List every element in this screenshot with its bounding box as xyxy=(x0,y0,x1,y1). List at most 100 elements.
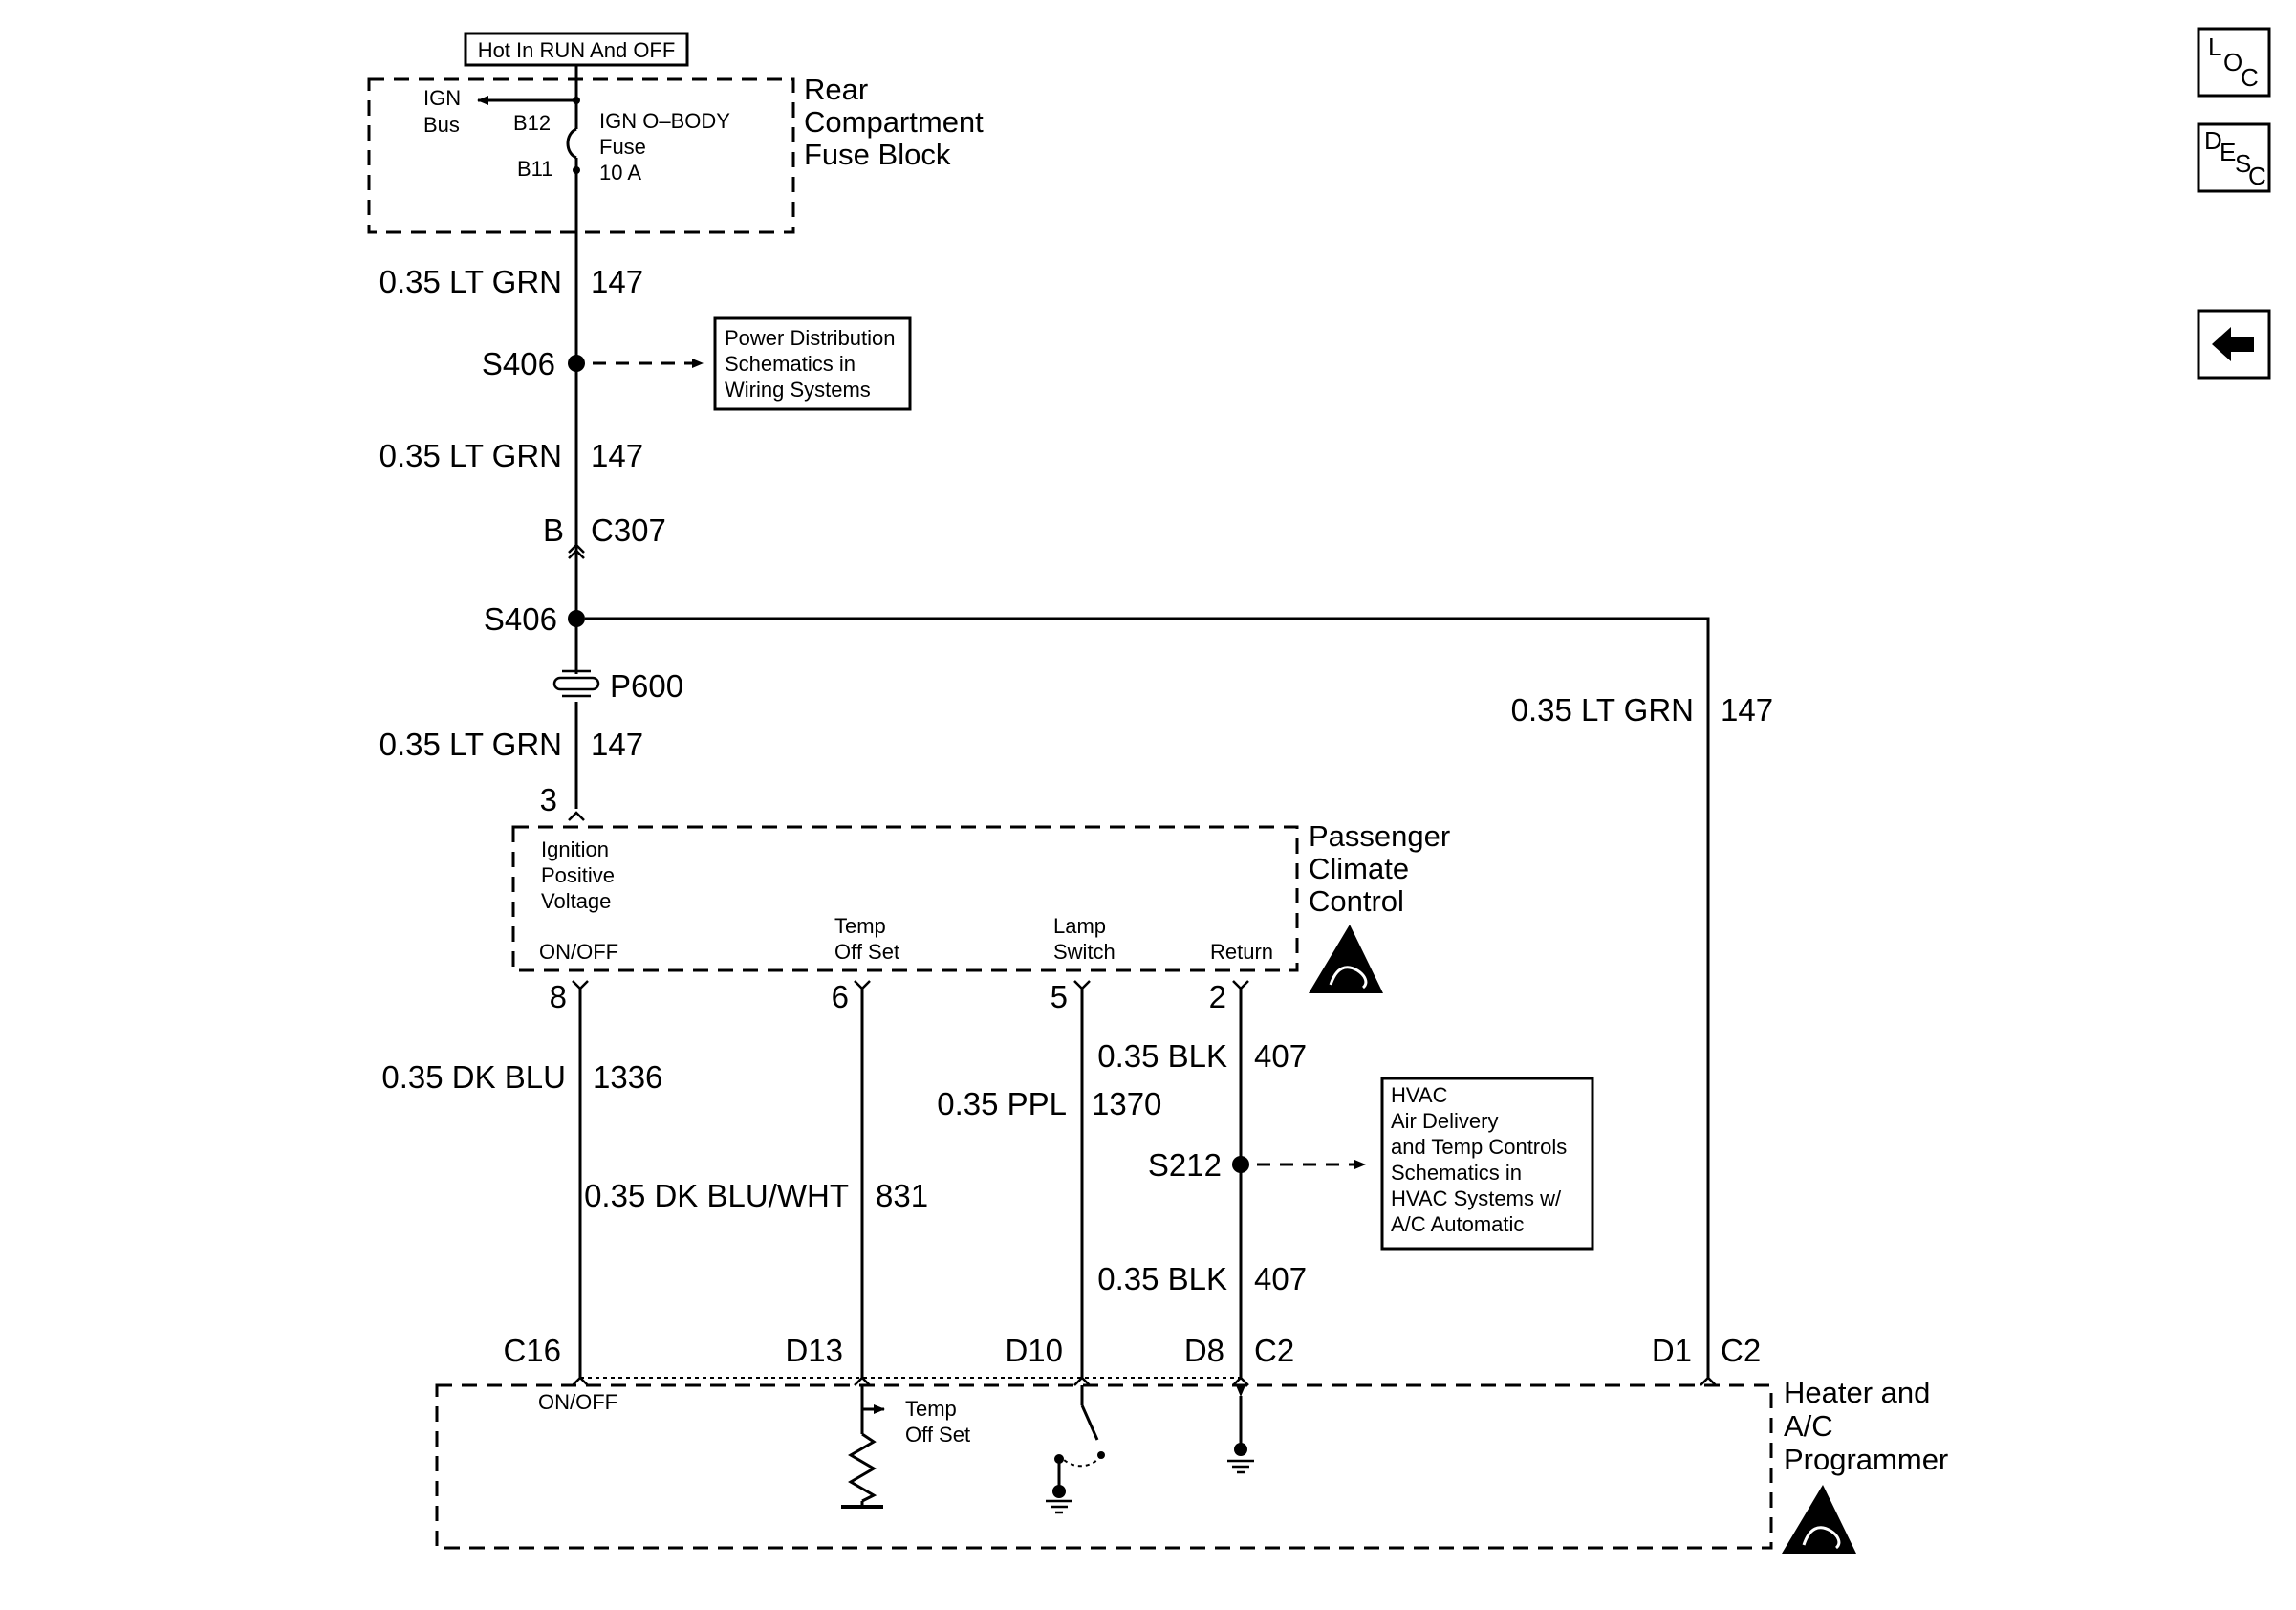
svg-text:Air Delivery: Air Delivery xyxy=(1391,1109,1498,1133)
passenger-climate-control: Passenger Climate Control Ignition Posit… xyxy=(511,819,1450,993)
svg-text:Fuse: Fuse xyxy=(599,135,646,159)
pin-label: D8 xyxy=(1184,1333,1224,1368)
svg-text:Switch: Switch xyxy=(1053,940,1116,964)
svg-text:Power Distribution: Power Distribution xyxy=(725,326,896,350)
svg-text:O: O xyxy=(2223,48,2242,76)
rear-compartment-fuse-block: Rear Compartment Fuse Block IGN Bus B12 … xyxy=(367,64,984,234)
pin-label: D1 xyxy=(1652,1333,1692,1368)
wire-gauge-label: 0.35 LT GRN xyxy=(379,264,562,299)
connector-pin-3 xyxy=(568,811,585,821)
pin-label: D10 xyxy=(1005,1333,1063,1368)
esd-warning-icon xyxy=(1309,925,1383,993)
fuse-label: IGN O–BODY xyxy=(599,109,730,133)
svg-text:Wiring Systems: Wiring Systems xyxy=(725,378,871,402)
pin-b12: B12 xyxy=(513,111,551,135)
fuse-symbol xyxy=(566,64,580,174)
svg-text:D: D xyxy=(2204,126,2222,155)
pin-label: 5 xyxy=(1051,979,1068,1014)
splice-s406-top xyxy=(568,355,585,372)
svg-text:Lamp: Lamp xyxy=(1053,914,1106,938)
pin-label: 6 xyxy=(832,979,849,1014)
pin-label: D13 xyxy=(785,1333,843,1368)
splice-label: S212 xyxy=(1148,1147,1222,1183)
wire-gauge-label: 0.35 DK BLU/WHT xyxy=(584,1178,849,1213)
svg-text:Positive: Positive xyxy=(541,863,615,887)
pin-label: 2 xyxy=(1209,979,1226,1014)
splice-s406-bottom xyxy=(568,610,585,627)
wire-gauge-label: 0.35 LT GRN xyxy=(379,727,562,762)
svg-text:A/C Automatic: A/C Automatic xyxy=(1391,1212,1524,1236)
splice-label: S406 xyxy=(484,601,557,637)
wire-circuit-label: 147 xyxy=(591,438,643,473)
esd-warning-icon xyxy=(1782,1485,1856,1554)
pin-label: C16 xyxy=(503,1333,561,1368)
hot-in-run-label: Hot In RUN And OFF xyxy=(464,32,689,67)
pin-label: 3 xyxy=(540,782,557,817)
wire-circuit-label: 407 xyxy=(1254,1261,1307,1296)
location-button[interactable]: L O C xyxy=(2197,27,2271,98)
svg-text:Return: Return xyxy=(1210,940,1273,964)
svg-text:B: B xyxy=(543,512,564,548)
splice-s212 xyxy=(1232,1156,1249,1173)
svg-text:L: L xyxy=(2208,33,2221,61)
temp-offset-potentiometer-icon xyxy=(841,1385,885,1509)
heater-ac-programmer: Heater and A/C Programmer ON/OFF Temp Of… xyxy=(435,1376,1948,1554)
pin-b11: B11 xyxy=(517,157,553,181)
svg-text:ON/OFF: ON/OFF xyxy=(538,1390,617,1414)
lamp-switch-icon xyxy=(1046,1385,1105,1514)
svg-text:C: C xyxy=(2241,63,2259,92)
svg-text:Bus: Bus xyxy=(423,113,460,137)
pcc-title: Passenger xyxy=(1309,819,1450,853)
ground-icon xyxy=(1227,1385,1254,1474)
svg-text:Ignition: Ignition xyxy=(541,838,609,861)
svg-text:Control: Control xyxy=(1309,884,1404,918)
svg-text:Off Set: Off Set xyxy=(834,940,899,964)
pcc-output-connectors xyxy=(572,980,1249,990)
svg-text:Off Set: Off Set xyxy=(905,1423,970,1447)
wire-gauge-label: 0.35 BLK xyxy=(1097,1038,1227,1074)
wire-circuit-label: 1370 xyxy=(1092,1086,1161,1121)
wire-gauge-label: 0.35 BLK xyxy=(1097,1261,1227,1296)
pin-label: C2 xyxy=(1721,1333,1761,1368)
hvac-schematics-ref[interactable]: HVAC Air Delivery and Temp Controls Sche… xyxy=(1380,1077,1594,1251)
svg-text:A/C: A/C xyxy=(1784,1409,1833,1443)
ign-bus-label: IGN xyxy=(423,86,461,110)
back-button[interactable] xyxy=(2197,309,2271,380)
svg-text:Climate: Climate xyxy=(1309,852,1409,885)
svg-text:S: S xyxy=(2235,149,2251,178)
wire-circuit-label: 147 xyxy=(1721,692,1773,728)
wire-gauge-label: 0.35 LT GRN xyxy=(379,438,562,473)
pin-label: 8 xyxy=(550,979,567,1014)
svg-text:10 A: 10 A xyxy=(599,161,641,185)
description-button[interactable]: D E S C xyxy=(2197,122,2271,193)
wire-gauge-label: 0.35 DK BLU xyxy=(381,1059,566,1095)
branch-wire-d1 xyxy=(585,617,1710,1378)
wire-circuit-label: 831 xyxy=(876,1178,928,1213)
svg-text:Temp: Temp xyxy=(834,914,886,938)
svg-text:HVAC: HVAC xyxy=(1391,1083,1448,1107)
power-distribution-ref[interactable]: Power Distribution Schematics in Wiring … xyxy=(713,316,912,411)
pcc-to-programmer-wires xyxy=(578,989,1243,1378)
svg-text:Compartment: Compartment xyxy=(804,105,984,139)
connector-p600 xyxy=(552,669,600,698)
wire-circuit-label: 407 xyxy=(1254,1038,1307,1074)
splice-label: S406 xyxy=(482,346,555,381)
svg-text:Voltage: Voltage xyxy=(541,889,611,913)
wire-gauge-label: 0.35 PPL xyxy=(937,1086,1067,1121)
svg-text:Schematics in: Schematics in xyxy=(725,352,856,376)
connector-label: C307 xyxy=(591,512,666,548)
wire-circuit-label: 1336 xyxy=(593,1059,662,1095)
pin-label: C2 xyxy=(1254,1333,1294,1368)
svg-text:C: C xyxy=(2248,162,2266,190)
svg-text:and Temp Controls: and Temp Controls xyxy=(1391,1135,1567,1159)
svg-text:ON/OFF: ON/OFF xyxy=(539,940,618,964)
arrow-left-icon xyxy=(2212,327,2254,361)
connector-c307 xyxy=(568,543,585,559)
svg-text:HVAC Systems w/: HVAC Systems w/ xyxy=(1391,1186,1562,1210)
svg-text:E: E xyxy=(2220,138,2236,166)
svg-text:Programmer: Programmer xyxy=(1784,1443,1948,1476)
wire-circuit-label: 147 xyxy=(591,264,643,299)
svg-text:Schematics in: Schematics in xyxy=(1391,1161,1522,1185)
programmer-title: Heater and xyxy=(1784,1376,1930,1409)
